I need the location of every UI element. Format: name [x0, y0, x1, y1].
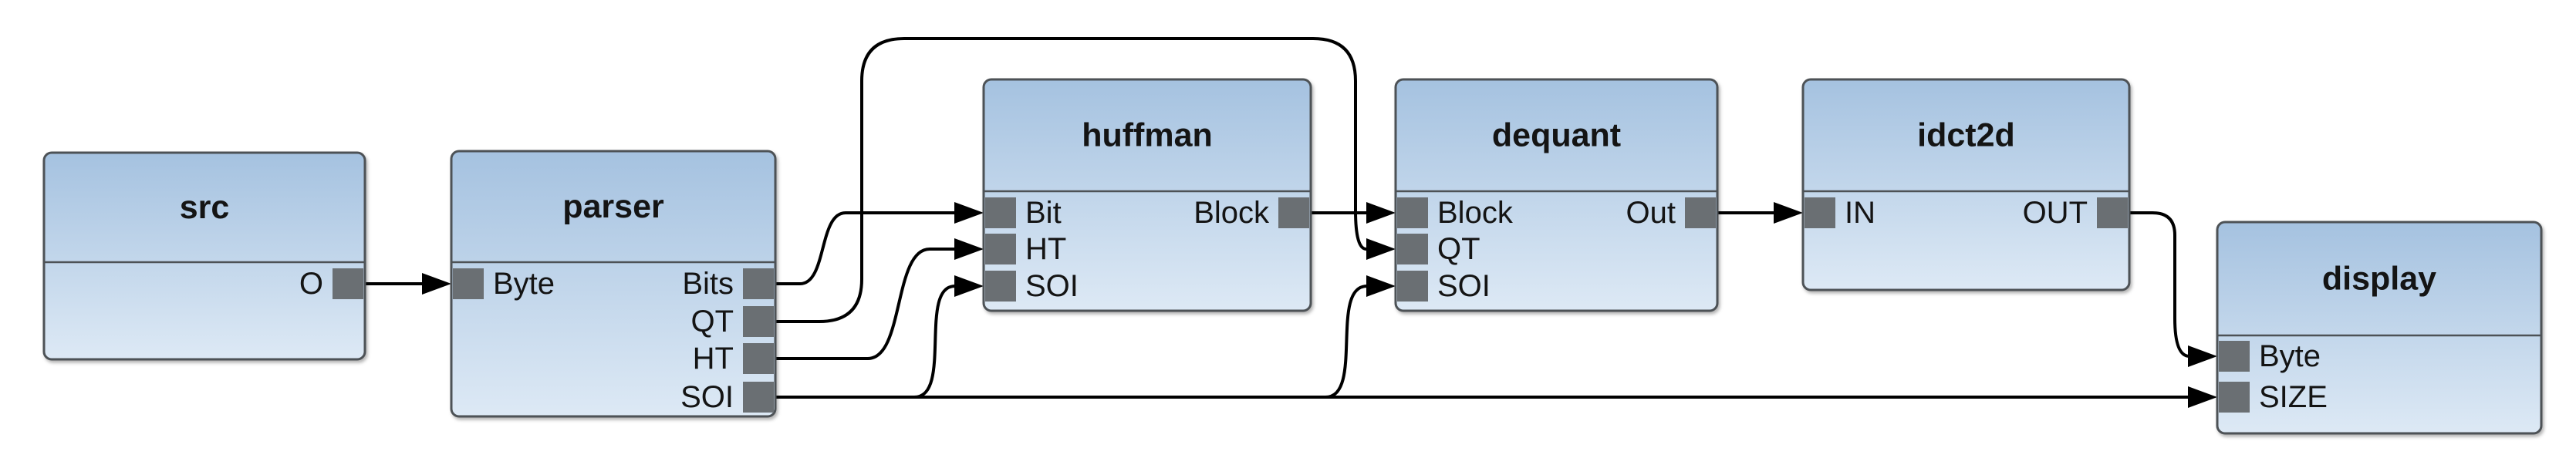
block-display-title: display	[2322, 261, 2436, 298]
arrowhead-icon-parser-SOI__dequant-SOI	[1366, 275, 1396, 297]
wires-layer	[365, 37, 2217, 408]
port-label-huffman-Bit: Bit	[1025, 196, 1062, 230]
port-display-Byte-input[interactable]	[2219, 341, 2250, 372]
port-display-SIZE-input[interactable]	[2219, 382, 2250, 413]
wire-parser-Bits__huffman-Bit[interactable]	[775, 202, 984, 285]
wire-path-parser-SOI__huffman-SOI[interactable]	[913, 285, 956, 399]
arrowhead-icon-idct2d-OUT__display-Byte	[2188, 345, 2217, 367]
port-label-huffman-SOI: SOI	[1025, 269, 1079, 303]
port-parser-HT-output[interactable]	[743, 343, 774, 374]
block-src-title: src	[180, 189, 230, 226]
arrowhead-icon-parser-Bits__huffman-Bit	[954, 202, 984, 224]
port-idct2d-IN-input[interactable]	[1805, 197, 1835, 228]
port-parser-QT-output[interactable]	[743, 306, 774, 337]
port-label-src-O: O	[299, 267, 323, 301]
port-huffman-Bit-input[interactable]	[985, 197, 1016, 228]
wire-parser-SOI__display-SIZE[interactable]	[775, 386, 2217, 408]
block-dequant-title: dequant	[1492, 117, 1621, 154]
block-parser-body[interactable]	[450, 150, 777, 418]
port-label-parser-HT: HT	[693, 342, 734, 376]
port-label-parser-SOI: SOI	[680, 380, 734, 414]
port-label-dequant-Block: Block	[1437, 196, 1514, 230]
port-parser-SOI-output[interactable]	[743, 382, 774, 413]
wire-path-parser-QT__dequant-QT[interactable]	[775, 37, 1367, 323]
port-label-huffman-Block: Block	[1193, 196, 1270, 230]
port-label-parser-Byte: Byte	[493, 267, 555, 301]
arrowhead-icon-parser-HT__huffman-HT	[954, 238, 984, 260]
block-idct2d-title: idct2d	[1917, 117, 2015, 154]
wire-src-O__parser-Byte[interactable]	[365, 273, 451, 295]
block-idct2d-body[interactable]	[1801, 78, 2131, 291]
wire-path-parser-SOI__dequant-SOI[interactable]	[1325, 285, 1368, 399]
arrowhead-icon-parser-SOI__huffman-SOI	[954, 275, 984, 297]
arrowhead-icon-huffman-Block__dequant-Block	[1366, 202, 1396, 224]
port-dequant-Block-input[interactable]	[1397, 197, 1428, 228]
port-label-parser-QT: QT	[690, 305, 734, 339]
wire-path-idct2d-OUT__display-Byte[interactable]	[2129, 211, 2190, 358]
port-idct2d-OUT-output[interactable]	[2097, 197, 2128, 228]
wire-parser-SOI__huffman-SOI[interactable]	[913, 275, 984, 399]
port-huffman-SOI-input[interactable]	[985, 271, 1016, 302]
block-huffman-body[interactable]	[982, 78, 1312, 312]
block-display-body[interactable]	[2216, 221, 2543, 435]
port-parser-Bits-output[interactable]	[743, 268, 774, 299]
port-label-parser-Bits: Bits	[682, 267, 734, 301]
wire-path-parser-HT__huffman-HT[interactable]	[775, 248, 954, 360]
arrowhead-icon-parser-QT__dequant-QT	[1366, 238, 1396, 260]
port-label-huffman-HT: HT	[1025, 232, 1066, 266]
wire-parser-SOI__dequant-SOI[interactable]	[1325, 275, 1396, 399]
port-label-dequant-SOI: SOI	[1437, 269, 1491, 303]
arrowhead-icon-parser-SOI__display-SIZE	[2188, 386, 2217, 408]
block-parser-title: parser	[562, 188, 664, 225]
wire-parser-HT__huffman-HT[interactable]	[775, 238, 984, 360]
arrowhead-icon-dequant-Out__idct2d-IN	[1774, 202, 1803, 224]
wire-huffman-Block__dequant-Block[interactable]	[1311, 202, 1396, 224]
port-label-dequant-Out: Out	[1626, 196, 1676, 230]
port-huffman-Block-output[interactable]	[1278, 197, 1309, 228]
wire-parser-QT__dequant-QT[interactable]	[775, 37, 1396, 323]
port-src-O-output[interactable]	[333, 268, 363, 299]
port-parser-Byte-input[interactable]	[453, 268, 484, 299]
block-huffman-title: huffman	[1082, 117, 1213, 154]
wire-path-parser-Bits__huffman-Bit[interactable]	[775, 211, 954, 285]
block-src-body[interactable]	[42, 151, 366, 361]
port-label-idct2d-OUT: OUT	[2023, 196, 2088, 230]
port-label-display-Byte: Byte	[2259, 339, 2321, 373]
port-dequant-QT-input[interactable]	[1397, 234, 1428, 264]
wire-idct2d-OUT__display-Byte[interactable]	[2129, 211, 2217, 367]
port-label-idct2d-IN: IN	[1845, 196, 1875, 230]
block-dequant-body[interactable]	[1394, 78, 1719, 312]
arrowhead-icon-src-O__parser-Byte	[422, 273, 451, 295]
port-label-display-SIZE: SIZE	[2259, 380, 2328, 414]
wire-dequant-Out__idct2d-IN[interactable]	[1717, 202, 1803, 224]
port-huffman-HT-input[interactable]	[985, 234, 1016, 264]
port-dequant-Out-output[interactable]	[1685, 197, 1716, 228]
port-label-dequant-QT: QT	[1437, 232, 1480, 266]
port-dequant-SOI-input[interactable]	[1397, 271, 1428, 302]
